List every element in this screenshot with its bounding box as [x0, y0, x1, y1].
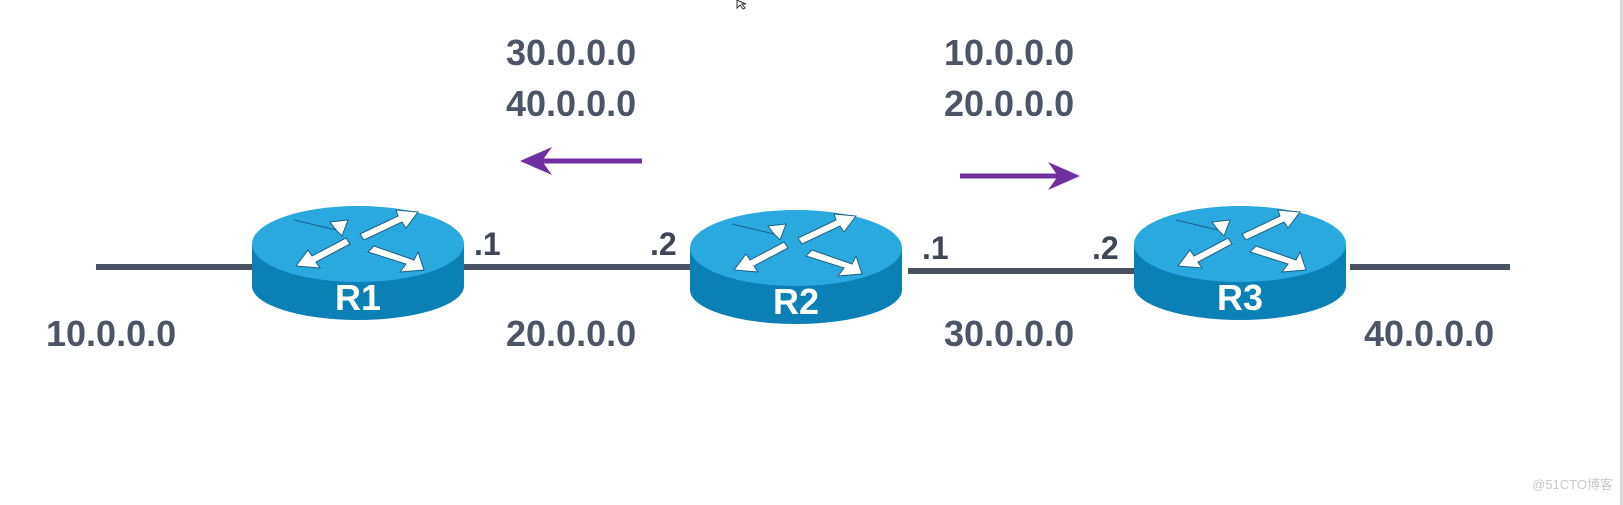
network-label-r2-r3: 30.0.0.0	[944, 313, 1075, 354]
watermark: @51CTO博客	[1532, 477, 1613, 492]
update-left-line-1: 30.0.0.0	[506, 32, 637, 73]
router-icon	[1134, 206, 1346, 320]
router-icon	[690, 210, 902, 324]
network-label-left: 10.0.0.0	[46, 313, 177, 354]
router-r2: R2	[688, 202, 904, 326]
mouse-cursor-icon	[736, 0, 747, 10]
interface-r1-right: .1	[474, 226, 501, 262]
network-label-right: 40.0.0.0	[1364, 313, 1495, 354]
router-label: R3	[1216, 277, 1264, 318]
left-arrow-icon	[520, 147, 642, 175]
update-right-line-1: 10.0.0.0	[944, 32, 1075, 73]
interface-r2-right: .1	[922, 230, 949, 266]
window-edge	[1620, 0, 1623, 505]
update-right-line-2: 20.0.0.0	[944, 83, 1075, 124]
right-arrow-icon	[960, 162, 1080, 190]
router-icon	[252, 206, 464, 320]
router-label: R1	[334, 277, 382, 318]
router-r3: R3	[1132, 198, 1348, 322]
link-r2-r3	[908, 268, 1138, 274]
network-label-r1-r2: 20.0.0.0	[506, 313, 637, 354]
link-right-network	[1350, 264, 1510, 270]
link-r1-r2	[464, 264, 694, 270]
interface-r2-left: .2	[650, 226, 677, 262]
router-label: R2	[772, 281, 820, 322]
router-r1: R1	[250, 198, 466, 322]
update-left-line-2: 40.0.0.0	[506, 83, 637, 124]
interface-r3-left: .2	[1092, 230, 1119, 266]
link-left-network	[96, 264, 256, 270]
